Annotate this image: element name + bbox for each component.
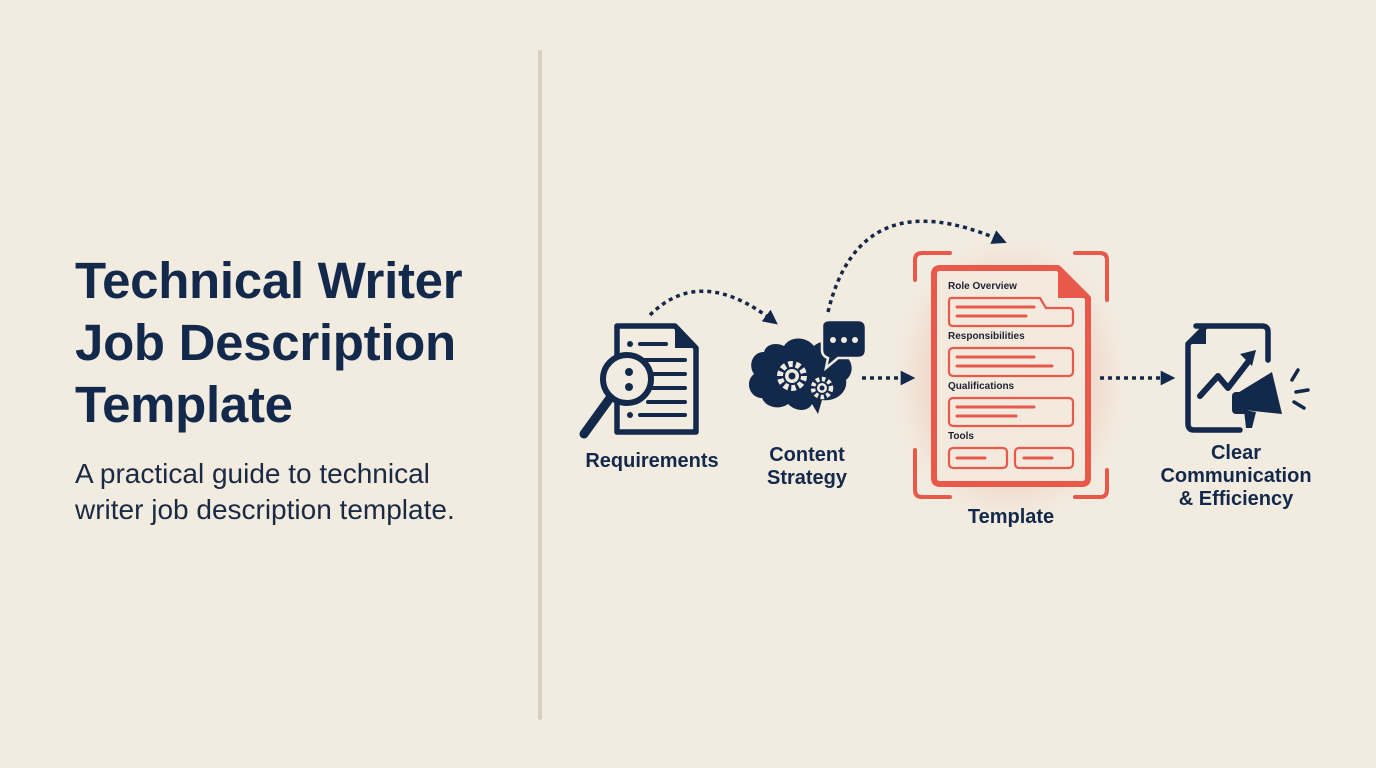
brain-gears-speech-icon xyxy=(748,318,868,414)
label-line: Content xyxy=(769,444,845,466)
label-line: Strategy xyxy=(766,467,848,489)
page-title: Technical Writer Job Description Templat… xyxy=(75,250,515,436)
step-label-template: Template xyxy=(968,506,1054,529)
document-magnifier-icon xyxy=(579,323,699,439)
title-line-3: Template xyxy=(75,376,293,433)
template-document-icon xyxy=(913,251,1109,499)
title-line-2: Job Description xyxy=(75,314,456,371)
page-subtitle: A practical guide to technical writer jo… xyxy=(75,456,515,528)
template-section-qualifications: Qualifications xyxy=(948,381,1015,392)
chart-megaphone-icon xyxy=(1185,323,1310,433)
subtitle-line-1: A practical guide to technical xyxy=(75,458,430,489)
template-section-responsibilities: Responsibilities xyxy=(948,331,1025,342)
vertical-divider xyxy=(538,50,542,720)
title-line-1: Technical Writer xyxy=(75,252,463,309)
speech-bubble-icon xyxy=(820,318,868,372)
label-line: & Efficiency xyxy=(1178,488,1294,510)
label-line: Requirements xyxy=(585,450,719,472)
step-label-outcome: Clear Communication & Efficiency xyxy=(1160,442,1311,511)
connector-requirements-to-strategy xyxy=(648,289,778,325)
template-section-tools: Tools xyxy=(948,431,974,442)
template-section-role-overview: Role Overview xyxy=(948,281,1017,292)
label-line: Clear xyxy=(1210,442,1262,464)
step-label-content-strategy: Content Strategy xyxy=(767,444,847,490)
step-label-requirements: Requirements xyxy=(585,450,718,473)
label-line: Communication xyxy=(1160,465,1312,487)
gear-large-icon xyxy=(777,361,807,391)
connector-strategy-arc-to-template xyxy=(826,219,1007,313)
subtitle-line-2: writer job description template. xyxy=(75,494,455,525)
gear-small-icon xyxy=(810,376,834,400)
label-line: Template xyxy=(967,506,1055,528)
